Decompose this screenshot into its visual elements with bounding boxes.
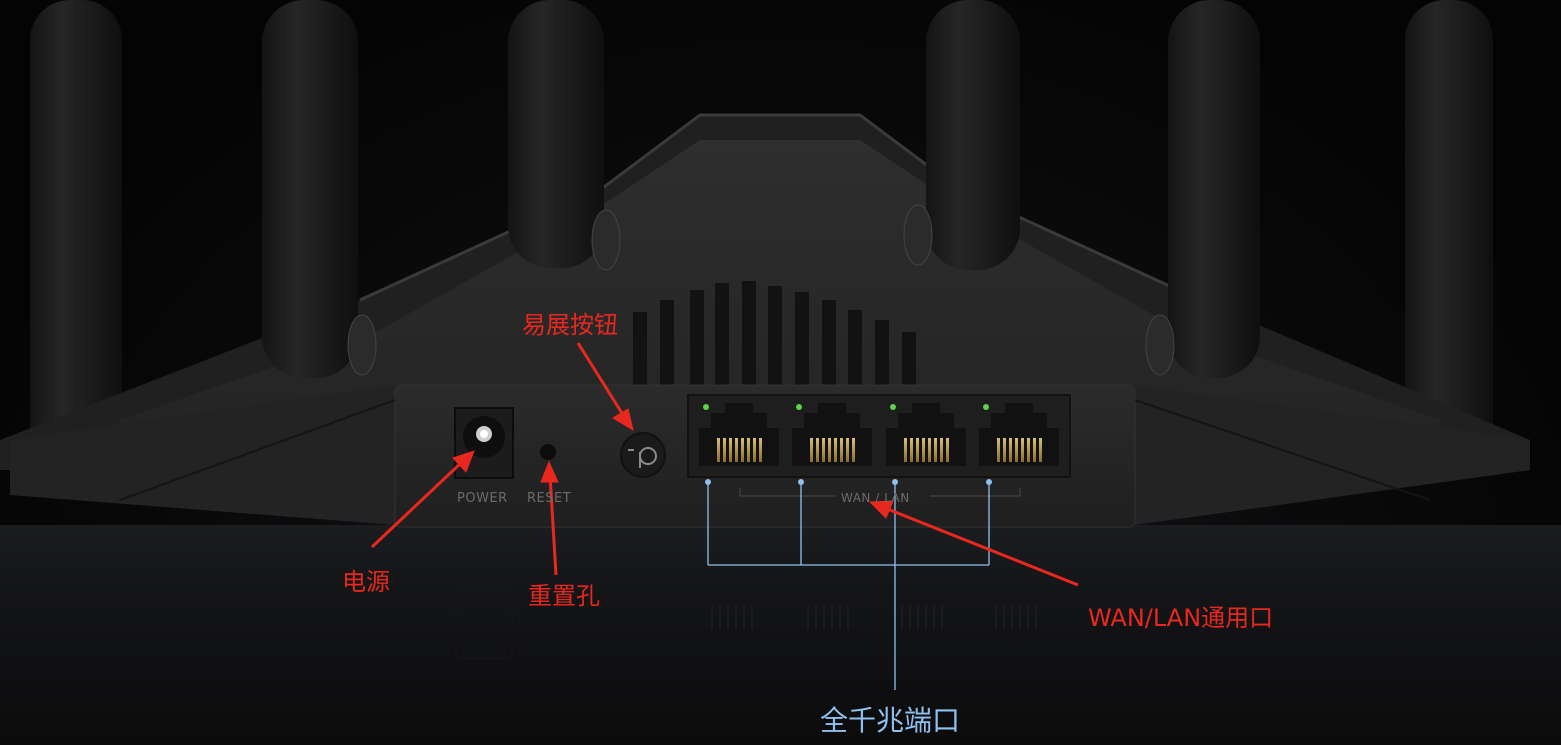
- easy-expand-button-icon: [620, 432, 666, 478]
- antenna-left-2: [262, 0, 358, 378]
- antenna-far-right: [1405, 0, 1493, 470]
- antenna-right-3: [926, 0, 1020, 270]
- callout-power: 电源: [342, 568, 390, 596]
- callout-easy-expand-button: 易展按钮: [522, 311, 618, 339]
- gigabit-bracket: [707, 482, 990, 690]
- reset-label: RESET: [527, 491, 572, 506]
- wan-lan-label: WAN / LAN: [841, 491, 910, 505]
- antenna-left-3: [508, 0, 604, 268]
- ethernet-ports: [699, 403, 1059, 466]
- antenna-far-left: [30, 0, 122, 470]
- callout-arrows: [370, 342, 1079, 587]
- reset-hole-icon: [540, 444, 556, 460]
- callout-reset-hole: 重置孔: [528, 582, 600, 610]
- floor-reflection: [0, 525, 1561, 745]
- callout-wan-lan-port: WAN/LAN通用口: [1088, 604, 1274, 632]
- power-port-label: POWER: [457, 491, 508, 506]
- vent-grille: [633, 281, 916, 385]
- antenna-right-2: [1168, 0, 1260, 378]
- callout-gigabit-ports: 全千兆端口: [820, 704, 961, 737]
- power-jack-icon: [454, 407, 514, 479]
